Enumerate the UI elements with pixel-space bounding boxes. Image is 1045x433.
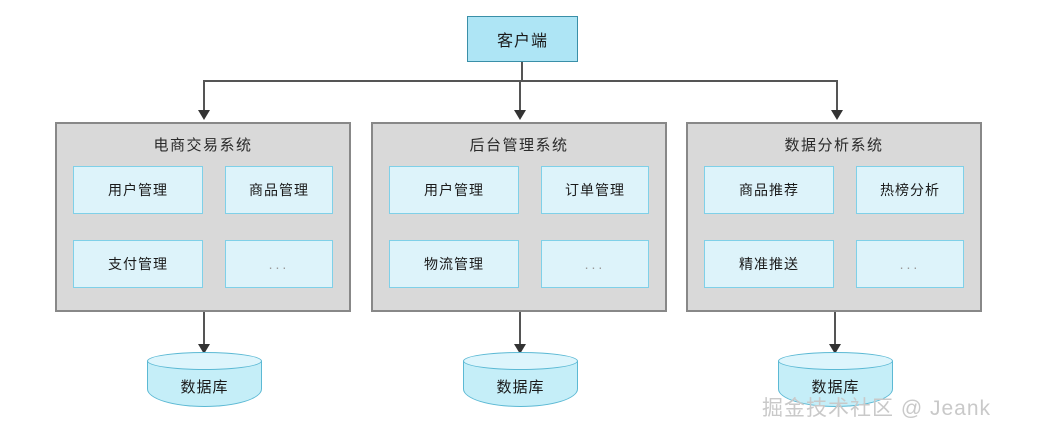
arrow-to-system-1: [198, 110, 210, 120]
system-container-2: 后台管理系统 用户管理 订单管理 物流管理 ...: [371, 122, 667, 312]
connector-branch-2: [519, 80, 521, 110]
system-title-1: 电商交易系统: [153, 137, 253, 154]
arrow-to-database-2: [514, 344, 526, 354]
watermark-text: 掘金技术社区 @ Jeank: [762, 397, 992, 420]
database-node-2: 数据库: [463, 352, 578, 408]
system-title-3: 数据分析系统: [784, 137, 884, 154]
arrow-to-system-3: [831, 110, 843, 120]
module-box[interactable]: 物流管理: [389, 240, 519, 288]
module-grid-3: 商品推荐 热榜分析 精准推送 ...: [704, 166, 964, 292]
arrow-to-database-3: [829, 344, 841, 354]
module-grid-1: 用户管理 商品管理 支付管理 ...: [73, 166, 333, 292]
connector-branch-1: [203, 80, 205, 110]
module-box-ellipsis[interactable]: ...: [541, 240, 649, 288]
database-label: 数据库: [811, 378, 860, 396]
connector-system3-db: [834, 312, 836, 346]
module-box-ellipsis[interactable]: ...: [225, 240, 333, 288]
connector-client-stem: [521, 62, 523, 81]
database-node-3: 数据库: [778, 352, 893, 408]
arrow-to-database-1: [198, 344, 210, 354]
arrow-to-system-2: [514, 110, 526, 120]
database-cylinder-top: [147, 352, 262, 370]
module-box-ellipsis[interactable]: ...: [856, 240, 964, 288]
module-box[interactable]: 热榜分析: [856, 166, 964, 214]
connector-bus: [204, 80, 838, 82]
module-box[interactable]: 用户管理: [73, 166, 203, 214]
module-box[interactable]: 精准推送: [704, 240, 834, 288]
database-label: 数据库: [180, 378, 229, 396]
system-title-2: 后台管理系统: [469, 137, 569, 154]
module-box[interactable]: 订单管理: [541, 166, 649, 214]
module-box[interactable]: 用户管理: [389, 166, 519, 214]
module-box[interactable]: 商品管理: [225, 166, 333, 214]
system-container-1: 电商交易系统 用户管理 商品管理 支付管理 ...: [55, 122, 351, 312]
system-container-3: 数据分析系统 商品推荐 热榜分析 精准推送 ...: [686, 122, 982, 312]
module-box[interactable]: 支付管理: [73, 240, 203, 288]
client-label: 客户端: [496, 33, 548, 50]
module-grid-2: 用户管理 订单管理 物流管理 ...: [389, 166, 649, 292]
database-label: 数据库: [496, 378, 545, 396]
database-node-1: 数据库: [147, 352, 262, 408]
client-node: 客户端: [467, 16, 578, 62]
connector-system2-db: [519, 312, 521, 346]
module-box[interactable]: 商品推荐: [704, 166, 834, 214]
connector-system1-db: [203, 312, 205, 346]
connector-branch-3: [836, 80, 838, 110]
database-cylinder-top: [778, 352, 893, 370]
database-cylinder-top: [463, 352, 578, 370]
